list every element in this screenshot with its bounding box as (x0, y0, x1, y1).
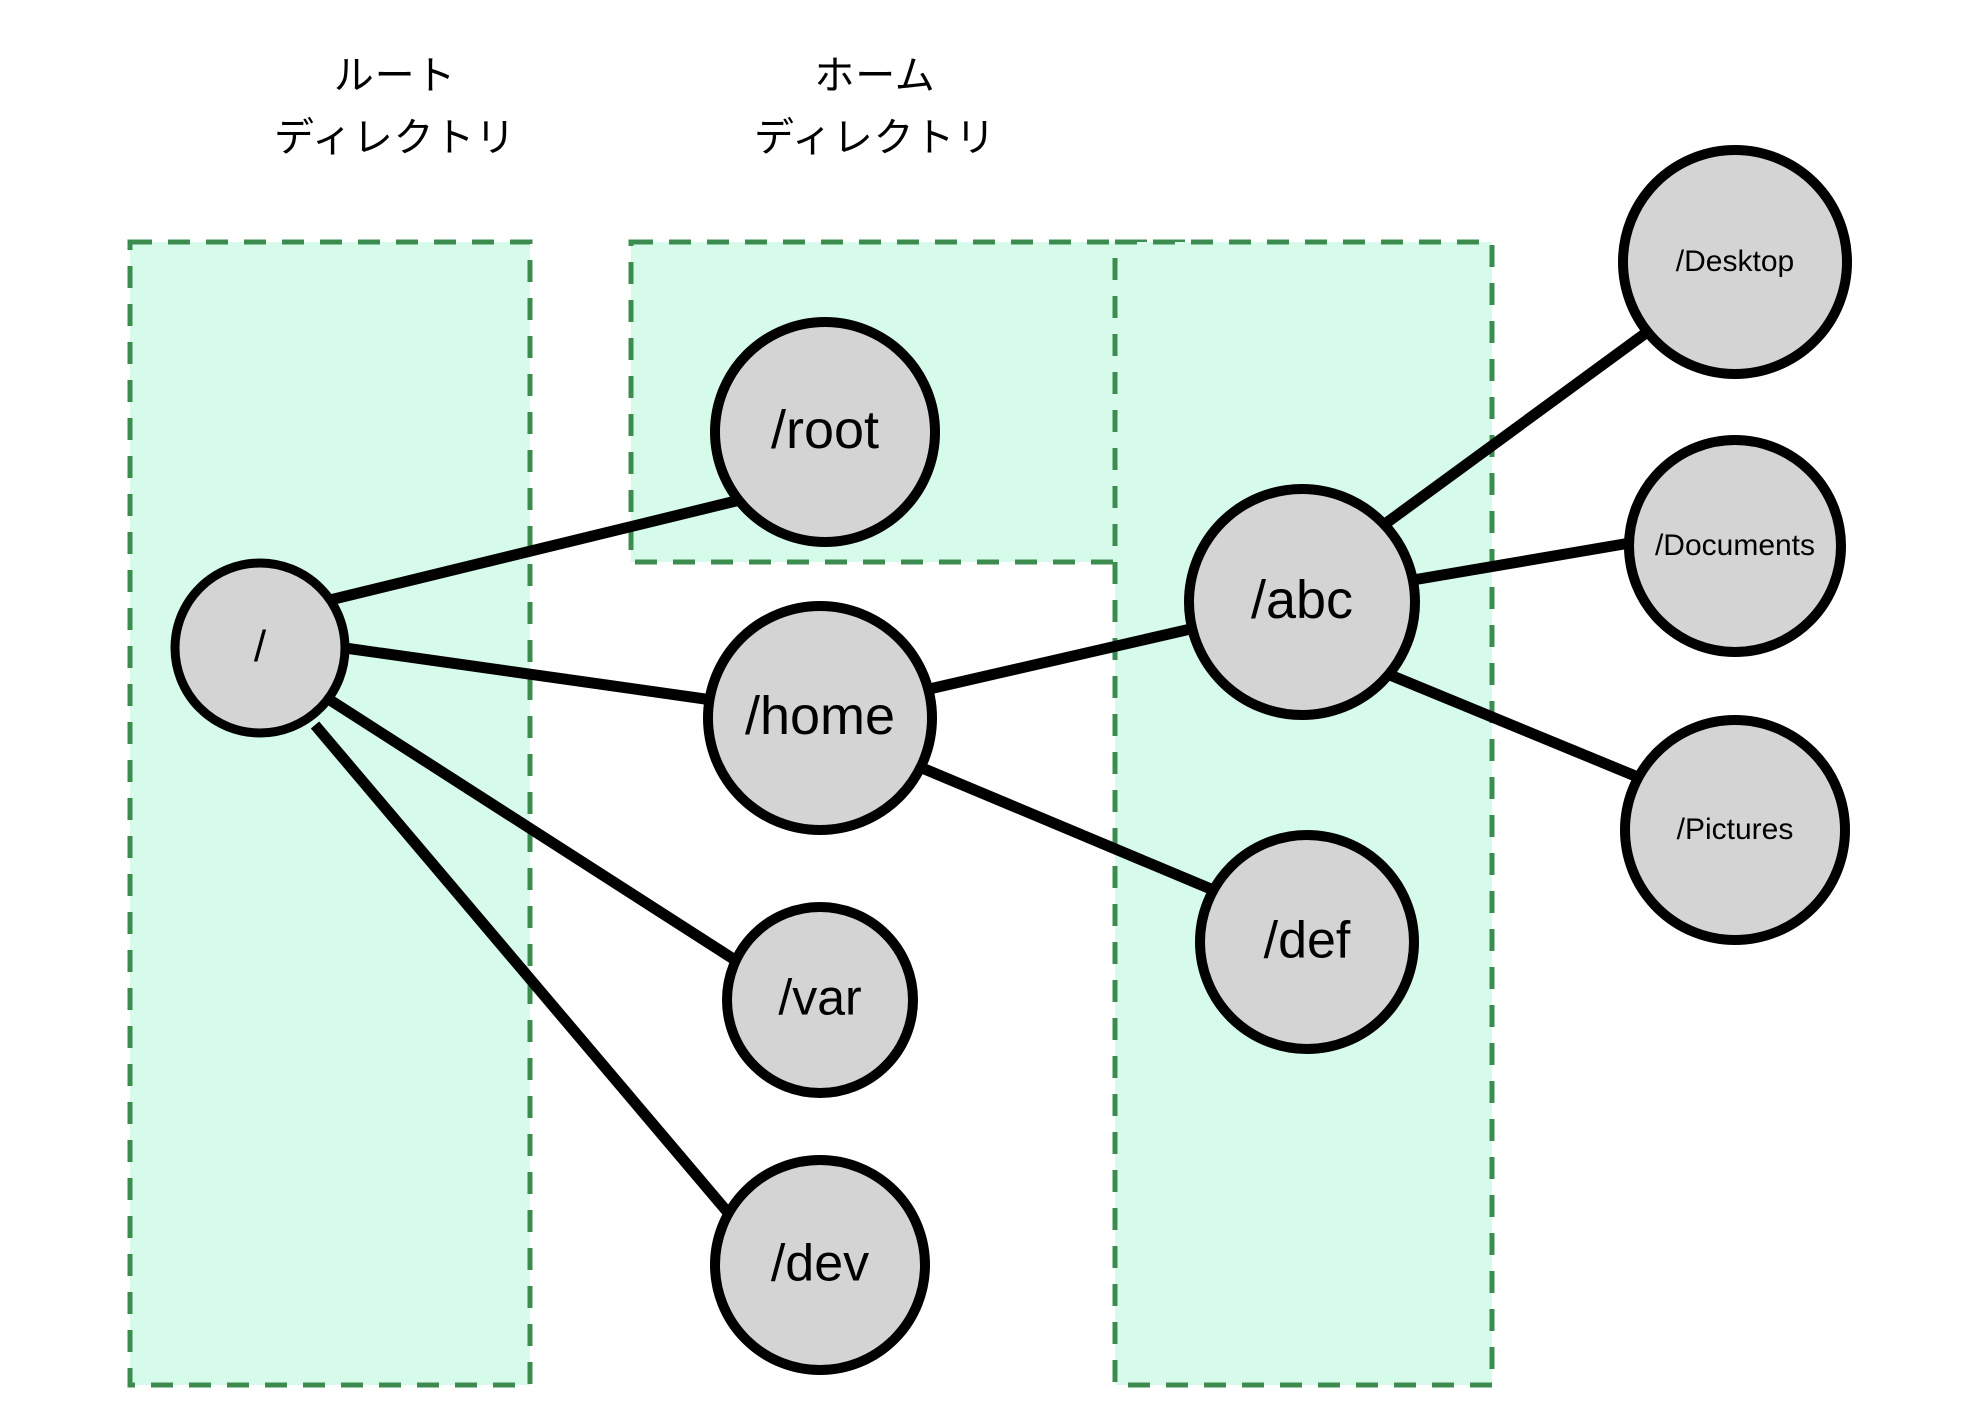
edge-abc-pictures (1387, 669, 1648, 786)
node-def-circle[interactable] (1195, 830, 1419, 1054)
node-root[interactable]: /root (710, 317, 940, 547)
node-dev-label: /dev (771, 1234, 869, 1292)
node-root-label: /root (771, 400, 879, 460)
node-def-label: /def (1264, 911, 1351, 969)
edge-home-abc (923, 622, 1197, 696)
node-def[interactable]: /def (1195, 830, 1419, 1054)
node-var[interactable]: /var (722, 902, 918, 1098)
edge-abc-documents (1412, 537, 1631, 586)
node-documents-label: /Documents (1655, 529, 1815, 562)
home-directory-region-label: ホーム ディレクトリ (754, 54, 996, 160)
node-desktop-circle[interactable] (1618, 145, 1852, 379)
node-home-label: /home (745, 686, 895, 746)
edge-slash-dev (310, 721, 735, 1219)
edges-layer (310, 325, 1654, 1219)
root-directory-region-label: ルート ディレクトリ (274, 54, 516, 160)
node-var-label: /var (778, 970, 861, 1026)
node-pictures[interactable]: /Pictures (1620, 715, 1850, 945)
node-root-circle[interactable] (710, 317, 940, 547)
node-desktop[interactable]: /Desktop (1618, 145, 1852, 379)
node-dev[interactable]: /dev (710, 1155, 930, 1375)
node-root-slash[interactable]: / (170, 558, 350, 738)
edge-abc-desktop (1381, 325, 1654, 529)
node-root-slash-circle[interactable] (170, 558, 350, 738)
node-pictures-label: /Pictures (1677, 813, 1794, 846)
nodes-layer: / /root/home/var/dev/abc/def/Desktop/Docu… (170, 145, 1852, 1375)
node-dev-circle[interactable] (710, 1155, 930, 1375)
edge-slash-root (328, 494, 742, 606)
node-abc[interactable]: /abc (1184, 484, 1420, 720)
node-pictures-circle[interactable] (1620, 715, 1850, 945)
node-documents-circle[interactable] (1624, 435, 1846, 657)
edge-slash-home (344, 642, 713, 706)
node-var-circle[interactable] (722, 902, 918, 1098)
node-desktop-label: /Desktop (1676, 245, 1794, 278)
root-region-box (127, 239, 533, 1388)
node-root-slash-label: / (254, 622, 267, 671)
node-home[interactable]: /home (703, 601, 937, 835)
home-region-box-lower (1112, 239, 1495, 1388)
node-abc-label: /abc (1251, 570, 1353, 630)
node-documents[interactable]: /Documents (1624, 435, 1846, 657)
node-abc-circle[interactable] (1184, 484, 1420, 720)
edge-slash-var (327, 695, 738, 965)
node-home-circle[interactable] (703, 601, 937, 835)
edge-home-def (912, 759, 1221, 898)
